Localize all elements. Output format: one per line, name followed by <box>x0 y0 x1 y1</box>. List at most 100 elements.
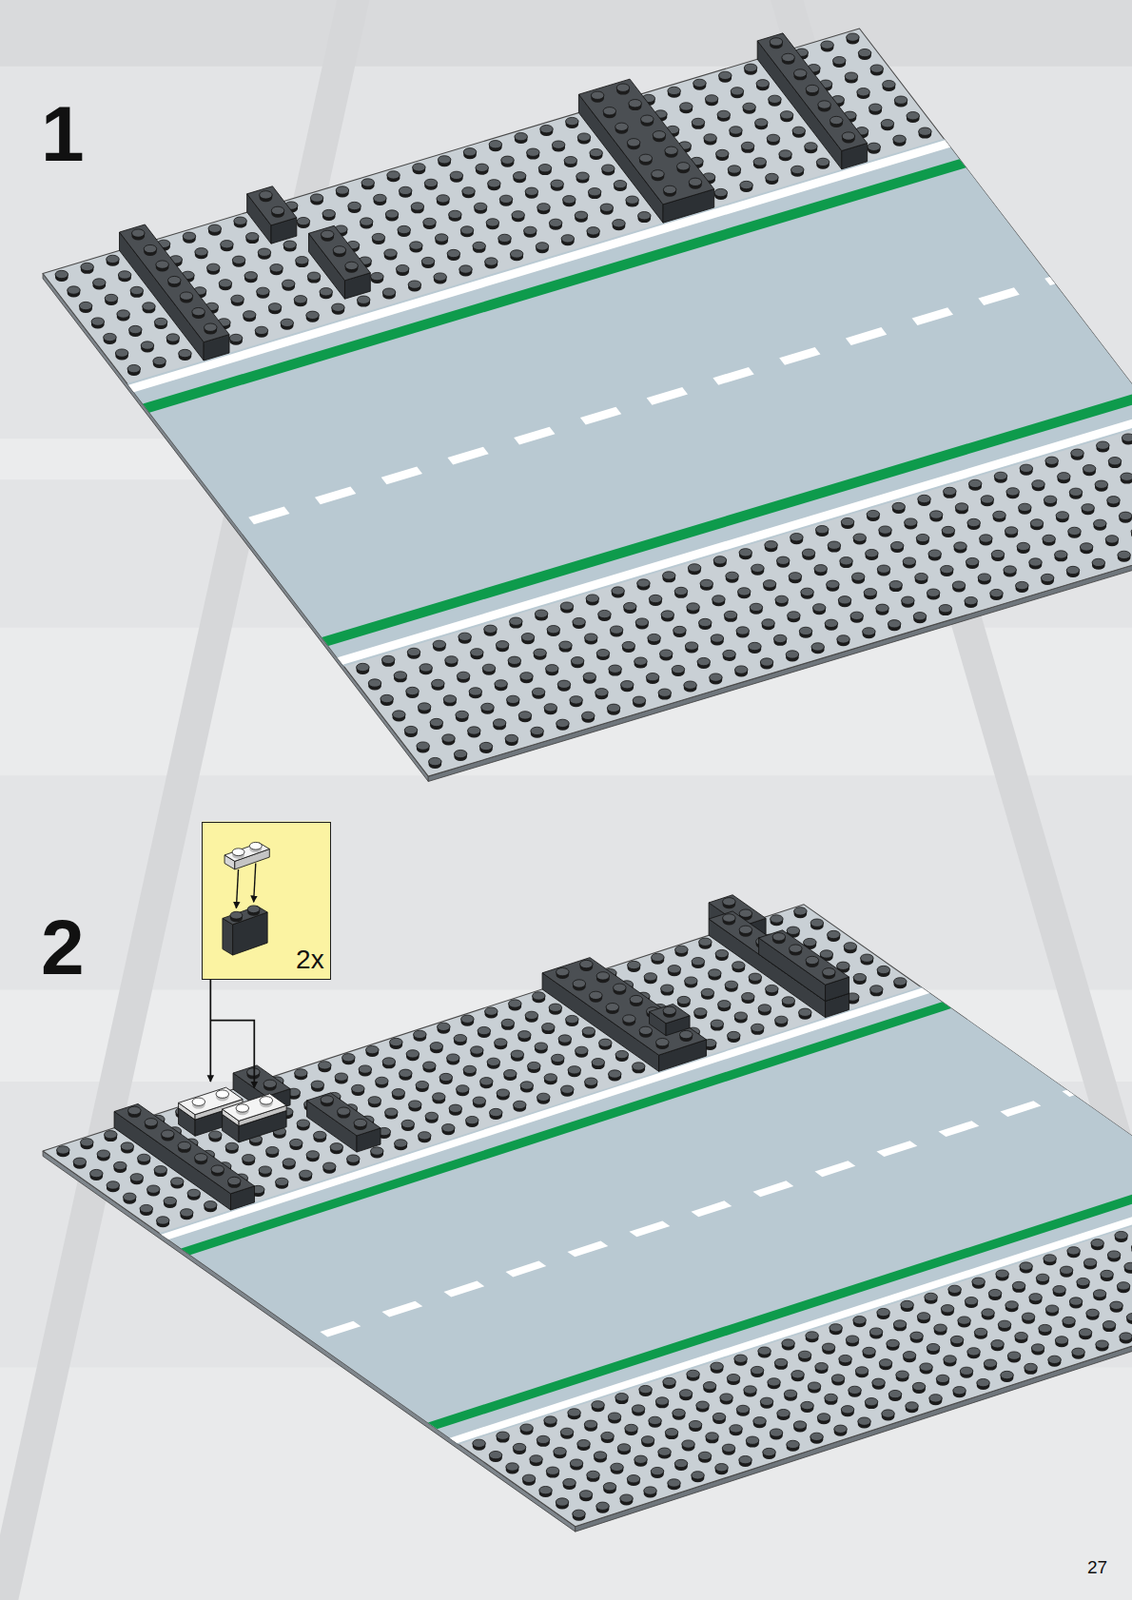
stud-top <box>779 150 793 158</box>
stud-top <box>917 494 932 503</box>
stud-top <box>729 126 743 135</box>
stud-top <box>952 581 966 589</box>
stud-top <box>470 1046 485 1054</box>
stud-top <box>507 656 522 664</box>
stud-top <box>531 687 546 696</box>
stud-top <box>232 848 245 857</box>
stud-top <box>132 229 146 237</box>
stud-top <box>751 564 765 572</box>
stud-top <box>794 907 808 916</box>
stud-top <box>144 1118 158 1127</box>
stud-top <box>1092 1289 1107 1298</box>
stud-top <box>514 133 528 141</box>
stud-top <box>488 1450 503 1459</box>
stud-top <box>208 224 222 233</box>
stud-top <box>520 1424 534 1432</box>
stud-top <box>648 594 663 603</box>
baseplate <box>42 904 1132 1527</box>
stud-top <box>853 1316 867 1325</box>
stud-top <box>596 972 610 980</box>
stud-top <box>742 102 757 111</box>
stud-top <box>888 1389 902 1398</box>
stud-top <box>862 627 877 636</box>
stud-top <box>166 333 180 342</box>
stud-top <box>513 1100 527 1109</box>
stud-top <box>1116 1282 1131 1290</box>
stud-top <box>591 1401 606 1409</box>
stud-top <box>566 117 580 125</box>
stud-top <box>959 1366 974 1375</box>
stud-top <box>218 279 233 288</box>
stud-top <box>729 1424 743 1433</box>
stud-top <box>448 1104 463 1113</box>
stud-top <box>762 1447 777 1456</box>
stud-top <box>674 1459 688 1467</box>
stud-top <box>97 1150 111 1158</box>
stud-top <box>572 617 586 625</box>
brick-top <box>757 33 867 152</box>
stud-top <box>715 949 729 957</box>
stud-top <box>928 549 942 558</box>
page-number: 27 <box>1087 1558 1108 1577</box>
stud-top <box>1096 441 1111 449</box>
stud-top <box>1012 1281 1026 1289</box>
stud-top <box>976 1378 991 1386</box>
stud-top <box>691 1471 705 1480</box>
stud-top <box>862 1346 877 1355</box>
stud-top <box>773 634 787 643</box>
stud-top <box>667 86 682 95</box>
stud-top <box>477 1026 491 1035</box>
stud-top <box>799 626 813 635</box>
road-center-dash <box>1044 276 1055 286</box>
stud-top <box>767 1378 781 1386</box>
stud-top <box>781 1339 796 1347</box>
stud-top <box>943 487 957 495</box>
stud-top <box>546 664 560 673</box>
stud-top <box>683 681 698 689</box>
stud-top <box>390 1037 404 1046</box>
stud-top <box>965 557 979 566</box>
stud-top <box>717 110 731 118</box>
stud-top <box>663 185 677 194</box>
stud-top <box>512 1443 527 1451</box>
stud-top <box>103 332 118 341</box>
stud-top <box>1069 1297 1083 1306</box>
stud-top <box>529 1455 544 1464</box>
stud-top <box>1045 1305 1059 1313</box>
stud-top <box>1069 487 1083 496</box>
stud-top <box>812 604 826 612</box>
stud-top <box>799 1008 813 1016</box>
stud-top <box>55 270 69 278</box>
stud-top <box>855 1366 869 1375</box>
stud-top <box>544 703 558 712</box>
stud-top <box>566 1014 580 1023</box>
stud-top <box>832 56 846 64</box>
stud-top <box>495 641 509 649</box>
stud-top <box>853 973 867 981</box>
stud-top <box>434 234 449 242</box>
brick-top <box>114 1103 254 1193</box>
stud-top <box>526 148 541 157</box>
stud-top <box>168 275 182 284</box>
stud-top <box>179 292 194 300</box>
stud-top <box>644 973 658 981</box>
stud-top <box>940 565 955 573</box>
dark-brick <box>708 911 849 1018</box>
stud-top <box>294 1069 309 1077</box>
road-green-line <box>180 1001 952 1255</box>
stud-top <box>622 641 636 649</box>
stud-top <box>334 1073 349 1081</box>
stud-top <box>123 1192 137 1201</box>
stud-top <box>972 1277 986 1286</box>
stud-top <box>487 179 502 188</box>
road-center-dash <box>443 1281 485 1298</box>
stud-top <box>1045 456 1059 465</box>
stud-top <box>536 1435 550 1444</box>
stud-top <box>348 201 362 210</box>
stud-top <box>475 163 489 172</box>
stud-top <box>443 695 457 703</box>
stud-top <box>652 131 666 139</box>
stud-top <box>667 1479 682 1487</box>
stud-top <box>641 1436 655 1445</box>
stud-top <box>104 293 118 302</box>
